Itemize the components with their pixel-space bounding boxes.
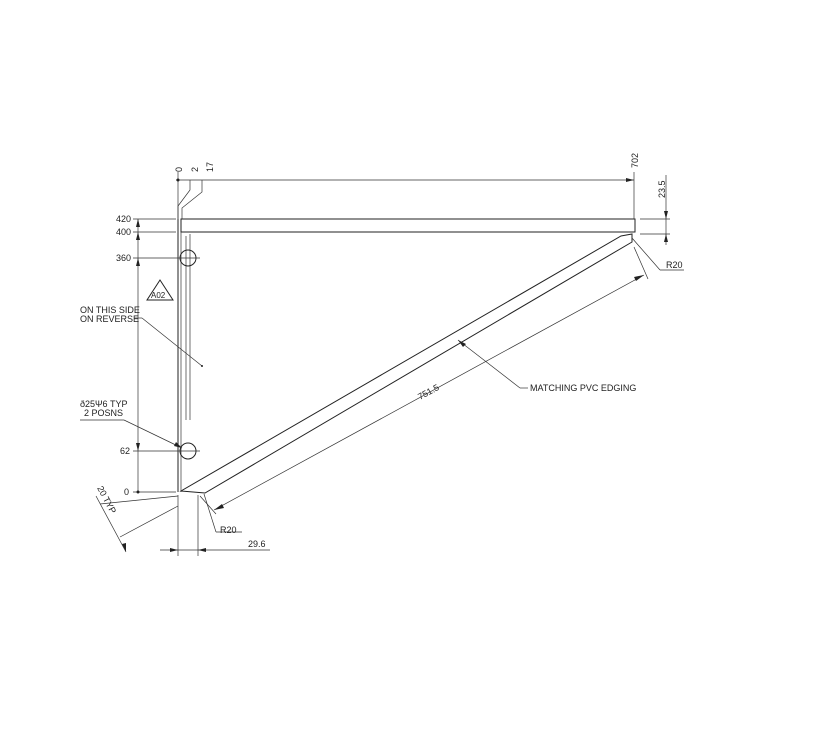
radius-top: R20 — [631, 237, 684, 271]
diagonal-dim-label: 751.5 — [416, 382, 441, 402]
edging-note: MATCHING PVC EDGING — [457, 339, 636, 393]
typ-dimension: 20 TYP — [95, 484, 179, 553]
note-side-line2: ON REVERSE — [80, 314, 139, 324]
dim-label-62: 62 — [120, 446, 130, 456]
offset-label: 29.6 — [248, 539, 266, 549]
hole-upper — [176, 249, 200, 267]
hole-note: ð25Ψ6 TYP 2 POSNS — [80, 399, 183, 449]
top-dimension: 0 2 17 702 — [174, 153, 640, 219]
side-note: ON THIS SIDE ON REVERSE — [80, 305, 203, 367]
hole-lower — [176, 442, 200, 460]
radius-bottom-label: R20 — [220, 525, 237, 535]
dim-label-702: 702 — [630, 153, 640, 168]
dim-label-17: 17 — [205, 162, 215, 172]
edging-label: MATCHING PVC EDGING — [530, 383, 636, 393]
dim-label-420: 420 — [116, 214, 131, 224]
radius-bottom: R20 — [203, 493, 242, 535]
dim-label-400: 400 — [116, 227, 131, 237]
vertical-member — [177, 180, 203, 492]
diagonal-dimension: 751.5 — [199, 246, 649, 515]
note-side-line1: ON THIS SIDE — [80, 305, 140, 315]
dim-label-0-left: 0 — [124, 487, 129, 497]
right-thickness-dimension: 23.5 — [640, 175, 670, 245]
top-rail — [180, 218, 636, 233]
marker-label: A02 — [151, 291, 166, 300]
dim-label-2: 2 — [190, 167, 200, 172]
note-hole-line1: ð25Ψ6 TYP — [80, 399, 128, 409]
radius-top-label: R20 — [666, 260, 683, 270]
left-dimensions: 420 400 360 62 0 — [116, 214, 176, 497]
revision-marker: A02 — [146, 279, 174, 301]
dim-label-0: 0 — [174, 167, 184, 172]
note-hole-line2: 2 POSNS — [84, 408, 123, 418]
diagonal-brace — [179, 233, 633, 494]
bottom-offset-dimension: 29.6 — [160, 495, 270, 556]
dim-label-thickness: 23.5 — [657, 180, 667, 198]
dim-label-360: 360 — [116, 253, 131, 263]
typ-label: 20 TYP — [95, 484, 118, 515]
